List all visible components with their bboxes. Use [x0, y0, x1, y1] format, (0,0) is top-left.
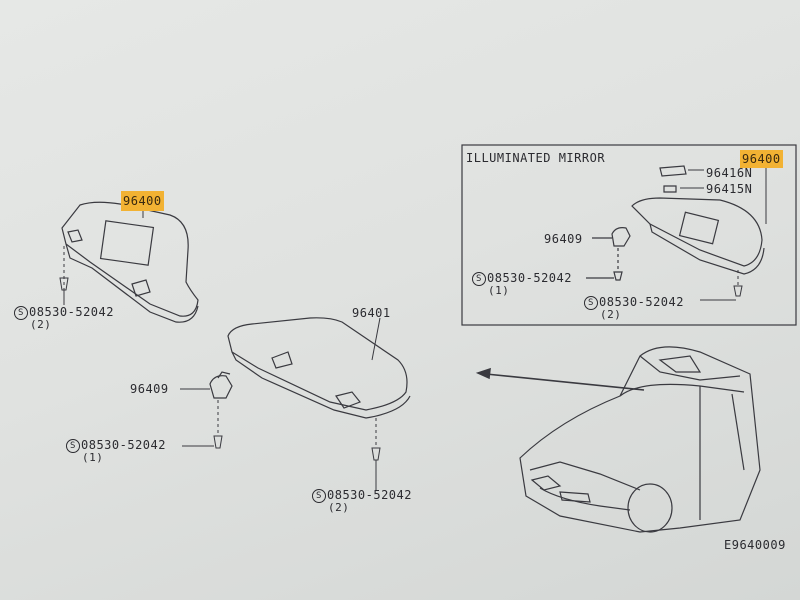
screw-number: 08530-52042 — [81, 438, 166, 452]
car-illustration — [519, 346, 761, 533]
part-label-96409-inset: 96409 — [544, 232, 583, 246]
figure-code: E9640009 — [724, 538, 786, 552]
part-label-96416N: 96416N — [706, 166, 753, 180]
screw-middle — [182, 400, 223, 449]
visor-holder — [209, 371, 233, 399]
screw-qty-inset-2: (2) — [600, 308, 622, 321]
left-sun-visor — [61, 201, 199, 323]
s-symbol-icon: S — [66, 438, 80, 453]
s-symbol-icon: S — [14, 305, 28, 320]
screw-qty-left: (2) — [30, 318, 52, 331]
part-label-96400-inset: 96400 — [740, 150, 783, 168]
screw-qty-right: (2) — [328, 501, 350, 514]
s-symbol-icon: S — [584, 295, 598, 310]
s-symbol-icon: S — [312, 488, 326, 503]
part-label-96401: 96401 — [352, 306, 391, 320]
inset-visor — [631, 165, 765, 275]
inset-holder — [586, 227, 631, 281]
screw-qty-inset-1: (1) — [488, 284, 510, 297]
screw-number: 08530-52042 — [327, 488, 412, 502]
screw-number: 08530-52042 — [487, 271, 572, 285]
inset-frame — [461, 144, 797, 326]
location-arrow — [475, 367, 645, 391]
inset-title: ILLUMINATED MIRROR — [466, 151, 606, 165]
screw-number: 08530-52042 — [29, 305, 114, 319]
s-symbol-icon: S — [472, 271, 486, 286]
part-label-96400: 96400 — [121, 191, 164, 211]
screw-number: 08530-52042 — [599, 295, 684, 309]
screw-left — [59, 246, 69, 305]
leader-96401 — [371, 317, 381, 361]
inset-screw-2 — [700, 270, 743, 301]
part-label-96415N: 96415N — [706, 182, 753, 196]
part-label-96409: 96409 — [130, 382, 169, 396]
screw-right — [371, 418, 381, 490]
screw-qty-middle: (1) — [82, 451, 104, 464]
right-sun-visor — [227, 317, 411, 419]
